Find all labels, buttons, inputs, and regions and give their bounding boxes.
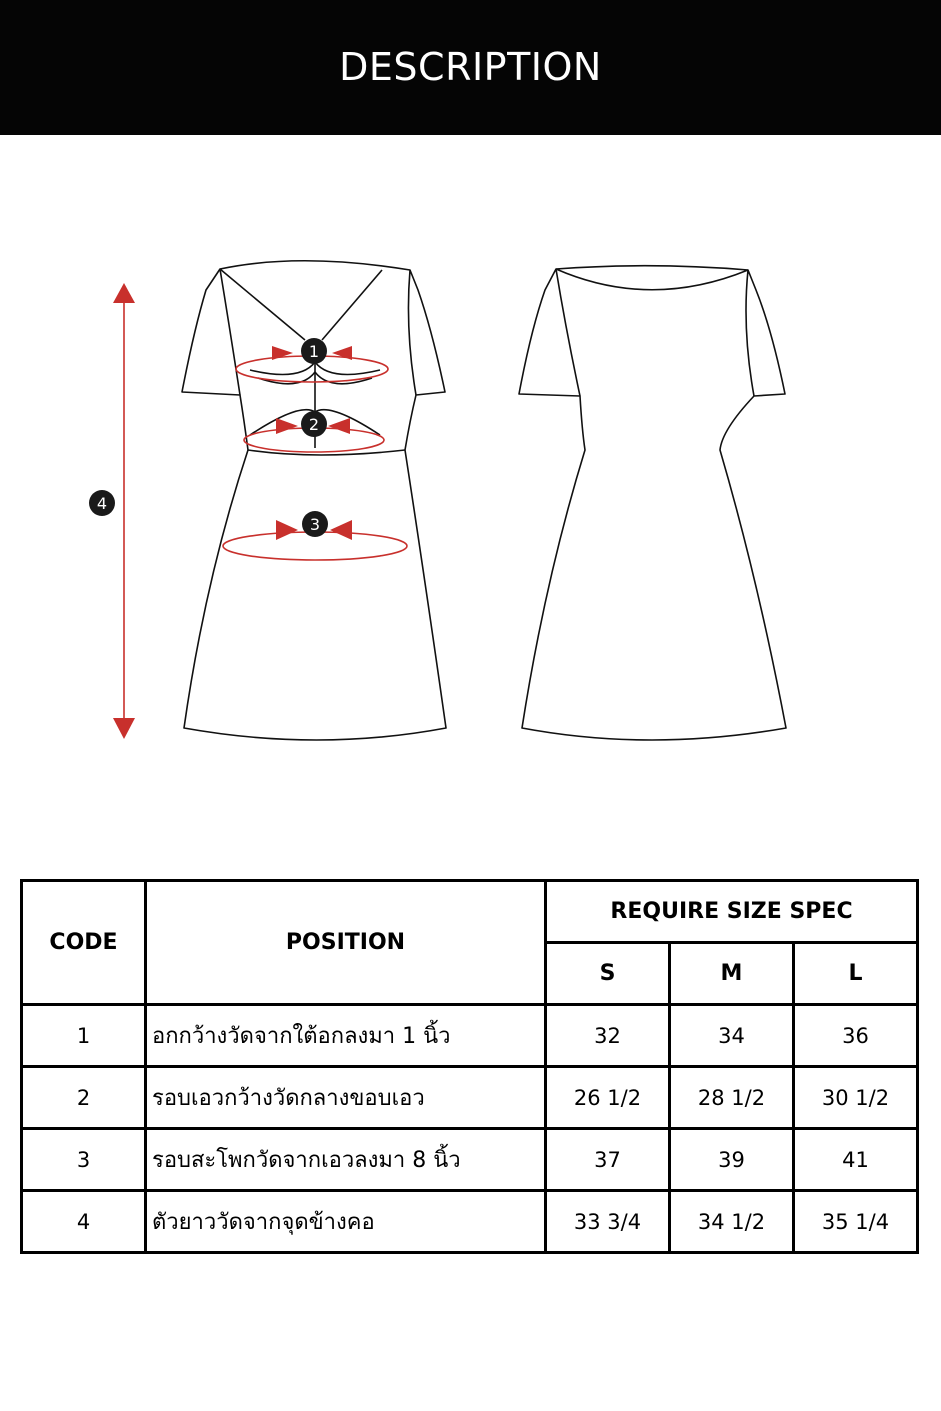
back-neckline — [555, 268, 749, 291]
table-row: 1 อกกว้างวัดจากใต้อกลงมา 1 นิ้ว 32 34 36 — [20, 1003, 920, 1068]
dress-illustration: 1 2 3 4 — [89, 259, 787, 741]
size-spec-table: CODE POSITION REQUIRE SIZE SPEC S M L 1 … — [20, 879, 920, 1254]
measure-arrows — [272, 346, 352, 540]
row-position: รอบสะโพกวัดจากเอวลงมา 8 นิ้ว — [144, 1127, 547, 1192]
code-header: CODE — [20, 879, 147, 1006]
row-size-l: 41 — [791, 1127, 920, 1192]
table-header-row: CODE POSITION REQUIRE SIZE SPEC — [20, 879, 920, 1006]
row-size-s: 32 — [544, 1003, 671, 1068]
size-header-s: S — [544, 941, 671, 1006]
row-size-m: 34 1/2 — [668, 1189, 795, 1254]
row-code: 3 — [20, 1127, 147, 1192]
marker-3: 3 — [302, 511, 328, 537]
row-size-s: 33 3/4 — [544, 1189, 671, 1254]
row-code: 1 — [20, 1003, 147, 1068]
marker-2: 2 — [301, 411, 327, 437]
row-position: อกกว้างวัดจากใต้อกลงมา 1 นิ้ว — [144, 1003, 547, 1068]
marker-4: 4 — [89, 490, 115, 516]
svg-text:4: 4 — [97, 494, 107, 513]
row-code: 4 — [20, 1189, 147, 1254]
marker-1: 1 — [301, 338, 327, 364]
back-dress-outline — [518, 264, 787, 741]
size-header-l: L — [791, 941, 920, 1006]
length-arrow — [113, 283, 135, 739]
row-size-m: 28 1/2 — [668, 1065, 795, 1130]
svg-text:2: 2 — [309, 415, 319, 434]
row-size-l: 35 1/4 — [791, 1189, 920, 1254]
table-row: 4 ตัวยาววัดจากจุดข้างคอ 33 3/4 34 1/2 35… — [20, 1189, 920, 1254]
row-size-l: 36 — [791, 1003, 920, 1068]
header-bar: DESCRIPTION — [0, 0, 941, 135]
row-code: 2 — [20, 1065, 147, 1130]
front-dress-outline — [181, 259, 447, 741]
row-size-l: 30 1/2 — [791, 1065, 920, 1130]
back-dress — [518, 264, 787, 741]
spec-header: REQUIRE SIZE SPEC — [543, 879, 920, 944]
size-header-row: S M L — [22, 941, 920, 1006]
position-header: POSITION — [144, 879, 547, 1006]
row-size-s: 26 1/2 — [544, 1065, 671, 1130]
table-row: 2 รอบเอวกว้างวัดกลางขอบเอว 26 1/2 28 1/2… — [20, 1065, 920, 1130]
row-size-m: 34 — [668, 1003, 795, 1068]
garment-diagram: 1 2 3 4 — [0, 135, 941, 865]
svg-text:3: 3 — [310, 515, 320, 534]
row-position: รอบเอวกว้างวัดกลางขอบเอว — [144, 1065, 547, 1130]
row-position: ตัวยาววัดจากจุดข้างคอ — [144, 1189, 547, 1254]
front-dress — [181, 259, 447, 741]
row-size-m: 39 — [668, 1127, 795, 1192]
table-row: 3 รอบสะโพกวัดจากเอวลงมา 8 นิ้ว 37 39 41 — [20, 1127, 920, 1192]
svg-text:1: 1 — [309, 342, 319, 361]
row-size-s: 37 — [544, 1127, 671, 1192]
page-title: DESCRIPTION — [339, 44, 602, 89]
size-header-m: M — [668, 941, 795, 1006]
